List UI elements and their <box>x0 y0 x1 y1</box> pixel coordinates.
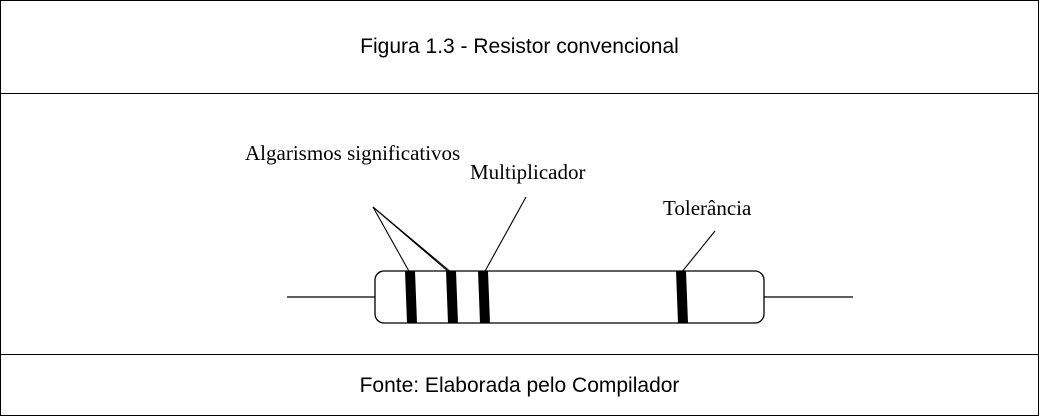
band-digit-2 <box>446 271 458 323</box>
figure-source: Fonte: Elaborada pelo Compilador <box>1 354 1038 417</box>
label-significant-digits: Algarismos significativos <box>245 141 460 165</box>
resistor-body <box>374 270 765 324</box>
band-tolerance <box>676 271 688 323</box>
leader-digit-2-b <box>372 206 453 274</box>
resistor-diagram: Algarismos significativos Multiplicador … <box>245 141 853 324</box>
label-tolerance: Tolerância <box>663 196 752 220</box>
leader-multiplier <box>483 196 527 274</box>
label-multiplier: Multiplicador <box>470 160 585 184</box>
figure-title: Figura 1.3 - Resistor convencional <box>1 1 1038 94</box>
leader-tolerance <box>680 230 716 274</box>
band-multiplier <box>478 271 490 323</box>
band-digit-1 <box>405 271 417 323</box>
figure-area: Algarismos significativos Multiplicador … <box>1 94 1038 354</box>
leader-digit-1 <box>372 206 411 274</box>
